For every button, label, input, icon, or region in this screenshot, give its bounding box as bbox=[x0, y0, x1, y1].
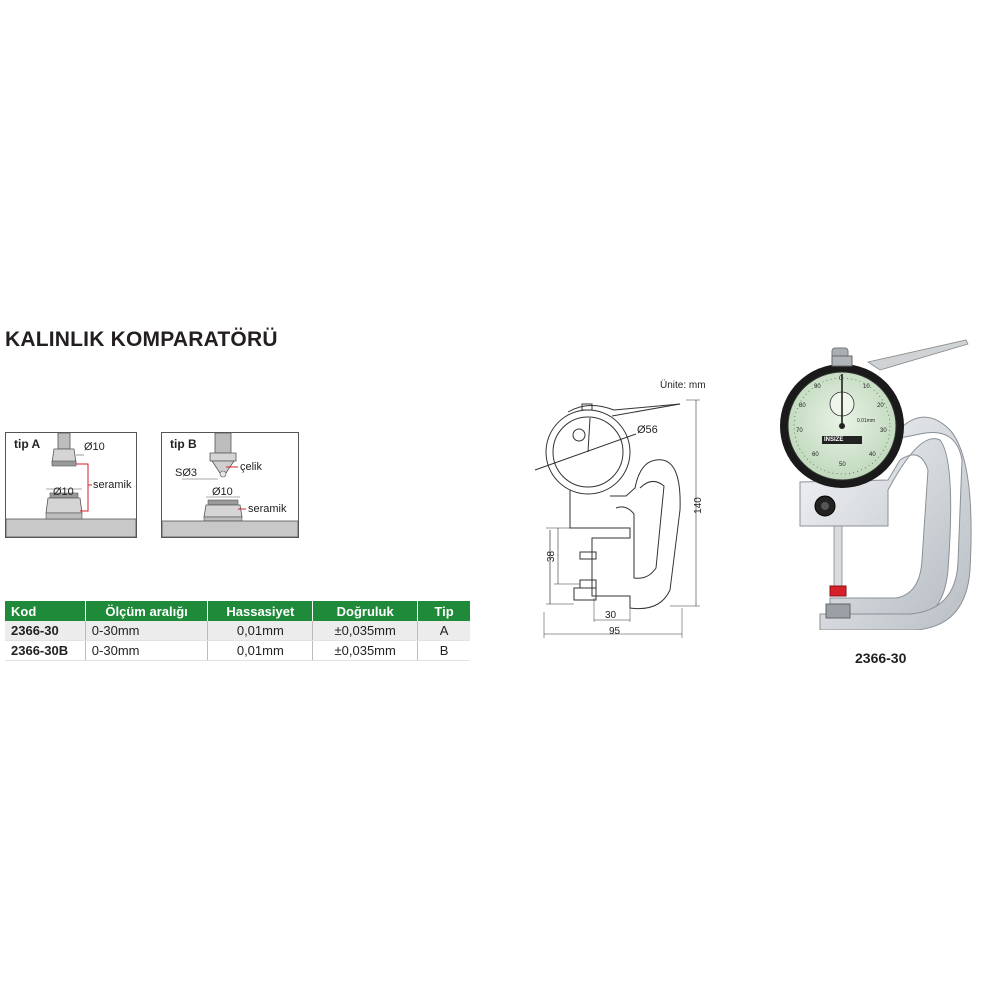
throat-height-dim: 38 bbox=[546, 550, 558, 563]
unit-label: Ünite: mm bbox=[660, 380, 706, 391]
header-tip: Tip bbox=[417, 601, 470, 621]
dial-number-50: 50 bbox=[839, 462, 846, 468]
dial-number-80: 80 bbox=[799, 403, 806, 409]
product-model-label: 2366-30 bbox=[855, 650, 907, 666]
dial-number-70: 70 bbox=[796, 428, 803, 434]
dial-number-90: 90 bbox=[814, 384, 821, 390]
technical-drawing bbox=[534, 399, 700, 638]
dial-number-10: 10 bbox=[863, 384, 870, 390]
height-dim: 140 bbox=[692, 497, 704, 514]
tip-b-drawing bbox=[162, 433, 298, 537]
cell-kod: 2366-30B bbox=[5, 640, 86, 661]
cell-accuracy: ±0,035mm bbox=[312, 640, 419, 661]
tip-a-material: seramik bbox=[93, 479, 132, 491]
dial-number-20: 20 bbox=[877, 403, 884, 409]
cell-resolution: 0,01mm bbox=[207, 621, 314, 641]
width-dim: 95 bbox=[609, 626, 621, 637]
dial-brand: INSIZE bbox=[824, 437, 844, 443]
page-title: KALINLIK KOMPARATÖRÜ bbox=[5, 328, 278, 351]
dial-number-40: 40 bbox=[869, 452, 876, 458]
tip-b-label: tip B bbox=[170, 437, 197, 451]
table-header-row: Kod Ölçüm aralığı Hassasiyet Doğruluk Ti… bbox=[5, 601, 470, 621]
cell-range: 0-30mm bbox=[85, 640, 209, 661]
table-row: 2366-30 0-30mm 0,01mm ±0,035mm A bbox=[5, 621, 470, 641]
cell-resolution: 0,01mm bbox=[207, 640, 314, 661]
cell-tip: A bbox=[417, 621, 470, 641]
header-dogruluk: Doğruluk bbox=[312, 601, 419, 621]
tip-b-bottom-diameter: Ø10 bbox=[212, 486, 233, 498]
dial-number-60: 60 bbox=[812, 452, 819, 458]
header-kod: Kod bbox=[5, 601, 86, 621]
cell-range: 0-30mm bbox=[85, 621, 209, 641]
dial-number-0: 0 bbox=[839, 376, 843, 382]
tip-b-ball-diameter: SØ3 bbox=[175, 467, 198, 479]
table-row: 2366-30B 0-30mm 0,01mm ±0,035mm B bbox=[5, 640, 470, 661]
tip-a-bottom-diameter: Ø10 bbox=[53, 486, 74, 498]
tip-b-bottom-material: seramik bbox=[248, 503, 287, 515]
tip-a-drawing bbox=[6, 433, 136, 537]
tip-a-top-diameter: Ø10 bbox=[84, 441, 105, 453]
dial-diameter-dim: Ø56 bbox=[637, 424, 658, 436]
tip-b-diagram: tip B SØ3 çelik Ø10 seramik bbox=[161, 432, 299, 538]
dial-number-30: 30 bbox=[880, 428, 887, 434]
cell-kod: 2366-30 bbox=[5, 621, 86, 641]
dial-unit-text: 0.01mm bbox=[857, 418, 876, 424]
cell-accuracy: ±0,035mm bbox=[312, 621, 419, 641]
header-hassasiyet: Hassasiyet bbox=[207, 601, 314, 621]
cell-tip: B bbox=[417, 640, 470, 661]
tip-a-label: tip A bbox=[14, 437, 41, 451]
depth-dim: 30 bbox=[605, 610, 617, 621]
product-photo bbox=[780, 339, 972, 630]
header-olcum-araligi: Ölçüm aralığı bbox=[85, 601, 209, 621]
tip-b-top-material: çelik bbox=[240, 461, 263, 473]
tip-a-diagram: tip A Ø10 Ø10 seramik bbox=[5, 432, 137, 538]
spec-table: Kod Ölçüm aralığı Hassasiyet Doğruluk Ti… bbox=[5, 601, 470, 661]
